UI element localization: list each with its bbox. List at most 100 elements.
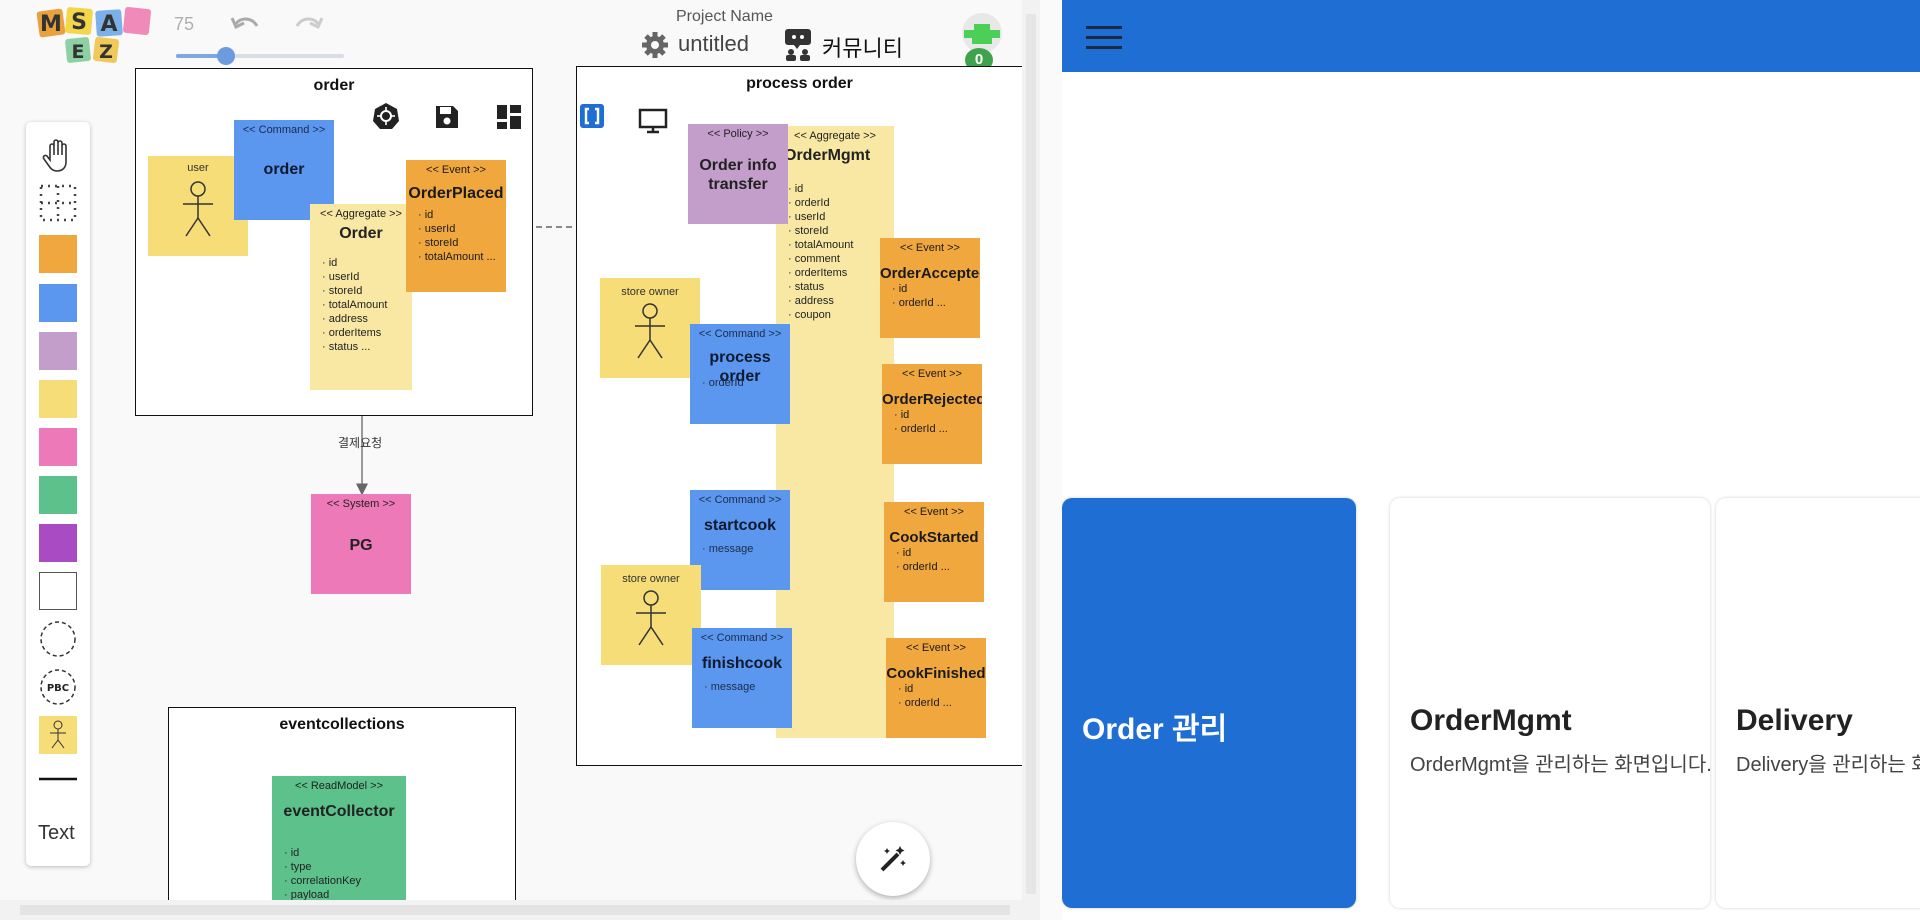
attribute-item: status <box>788 280 853 294</box>
sticky-stereotype: << Command >> <box>698 328 782 340</box>
actor-sticky-icon[interactable] <box>39 716 77 754</box>
aggregate-sticky-icon[interactable] <box>39 380 77 418</box>
actor-name: store owner <box>622 573 680 585</box>
sticky-attributes: idorderId ... <box>894 408 948 436</box>
card-delivery[interactable]: Delivery Delivery을 관리하는 화면입니다. <box>1716 498 1920 908</box>
sticky-name: eventCollector <box>283 803 395 820</box>
text-tool[interactable]: Text <box>38 822 75 844</box>
attribute-item: totalAmount <box>322 298 388 312</box>
attribute-item: id <box>896 546 950 560</box>
event-order-accepted[interactable]: << Event >> OrderAccepted idorderId ... <box>880 238 980 338</box>
event-order-placed[interactable]: << Event >> OrderPlaced iduserIdstoreIdt… <box>406 160 506 292</box>
command-sticky-icon[interactable] <box>39 284 77 322</box>
blank-sticky-icon[interactable] <box>39 572 77 610</box>
edge-event-to-policy <box>506 169 688 228</box>
layout-icon[interactable] <box>496 104 522 130</box>
command-startcook[interactable]: << Command >> startcook message <box>690 490 790 590</box>
sticky-attributes: idorderIduserIdstoreIdtotalAmountcomment… <box>788 182 854 322</box>
project-name[interactable]: untitled <box>678 31 749 56</box>
attribute-item: totalAmount ... <box>418 250 496 264</box>
community-label[interactable]: 커뮤니티 <box>822 36 903 61</box>
hand-tool-icon[interactable] <box>39 136 77 174</box>
command-order[interactable]: << Command >> order <box>234 120 334 220</box>
readmodel-sticky-icon[interactable] <box>39 476 77 514</box>
magic-wand-icon <box>880 846 906 872</box>
actor-store-owner[interactable]: store owner <box>600 278 700 378</box>
sticky-name: OrderMgmt <box>784 147 871 164</box>
attribute-item: orderId ... <box>892 296 946 310</box>
zoom-slider-thumb[interactable] <box>217 47 236 65</box>
sticky-attributes: iduserIdstoreIdtotalAmount ... <box>418 208 496 264</box>
sticky-attributes: iduserIdstoreIdtotalAmountaddressorderIt… <box>322 256 388 354</box>
actor-store-owner-2[interactable]: store owner <box>601 565 701 665</box>
undo-icon[interactable] <box>228 12 262 40</box>
code-bracket-icon[interactable] <box>580 104 604 128</box>
card-title: OrderMgmt <box>1410 704 1572 737</box>
actor-user[interactable]: user <box>148 156 248 256</box>
policy-order-info-transfer[interactable]: << Policy >> Order info transfer <box>688 124 788 224</box>
zoom-value: 75 <box>174 14 195 34</box>
attribute-item: storeId <box>788 224 853 238</box>
aggregate-ordermgmt[interactable]: << Aggregate >> OrderMgmt idorderIduserI… <box>776 126 894 738</box>
event-sticky-icon[interactable] <box>39 235 77 273</box>
redo-icon[interactable] <box>292 12 326 40</box>
sticky-attributes: idtypecorrelationKeypayload <box>284 846 361 900</box>
gear-icon[interactable] <box>640 30 670 60</box>
event-cook-started[interactable]: << Event >> CookStarted idorderId ... <box>884 502 984 602</box>
attribute-item: orderId ... <box>896 560 950 574</box>
card-description: OrderMgmt을 관리하는 화면입니다. <box>1410 754 1710 776</box>
auto-modeling-button[interactable] <box>856 822 930 896</box>
edge-label-payment-request: 결제요청 <box>338 436 383 450</box>
actor-name: store owner <box>621 286 679 298</box>
community-icon[interactable] <box>782 27 814 61</box>
circle-shape-icon[interactable] <box>39 620 77 658</box>
bounded-context-icon[interactable] <box>39 184 77 222</box>
eventstorming-editor[interactable]: M S A E Z 75 Project Name <box>0 0 1040 920</box>
sticky-name: OrderAccepted <box>880 265 980 282</box>
sticky-stereotype: << Aggregate >> <box>794 130 876 142</box>
attribute-item: address <box>788 294 853 308</box>
attribute-item: orderId ... <box>898 696 952 710</box>
command-process-order[interactable]: << Command >> process order orderId <box>690 324 790 424</box>
sticky-name: startcook <box>703 517 777 534</box>
attribute-item: orderId <box>702 376 744 390</box>
event-order-rejected[interactable]: << Event >> OrderRejected idorderId ... <box>882 364 982 464</box>
aggregate-order[interactable]: << Aggregate >> Order iduserIdstoreIdtot… <box>310 204 412 390</box>
attribute-item: id <box>892 282 946 296</box>
zoom-slider[interactable] <box>176 47 344 65</box>
sticky-stereotype: << Event >> <box>900 242 960 254</box>
sticky-stereotype: << ReadModel >> <box>294 780 384 792</box>
attribute-item: type <box>284 860 361 874</box>
line-tool-icon[interactable] <box>39 774 77 784</box>
card-ordermgmt[interactable]: OrderMgmt OrderMgmt을 관리하는 화면입니다. <box>1390 498 1710 908</box>
system-pg[interactable]: << System >> PG <box>311 494 411 594</box>
logo-letter-s: S <box>71 10 87 35</box>
sticky-attributes: message <box>702 542 754 556</box>
pbc-icon[interactable]: PBC <box>39 668 77 706</box>
command-finishcook[interactable]: << Command >> finishcook message <box>692 628 792 728</box>
msaez-logo[interactable]: M S A E Z <box>36 4 156 66</box>
user-avatar-icon[interactable] <box>958 12 1006 58</box>
policy-sticky-icon[interactable] <box>39 332 77 370</box>
card-title: Delivery <box>1736 704 1853 737</box>
sticky-stereotype: << Aggregate >> <box>320 208 402 220</box>
kubernetes-icon[interactable] <box>372 102 400 130</box>
sticky-attributes: idorderId ... <box>898 682 952 710</box>
ui-sticky-icon[interactable] <box>39 524 77 562</box>
horizontal-scrollbar[interactable] <box>0 900 1040 920</box>
bounded-context-title: eventcollections <box>279 716 405 733</box>
external-sticky-icon[interactable] <box>39 428 77 466</box>
save-icon[interactable] <box>434 104 460 130</box>
attribute-item: orderId <box>788 196 853 210</box>
readmodel-event-collector[interactable]: << ReadModel >> eventCollector idtypecor… <box>272 776 406 900</box>
card-title: Order 관리 <box>1082 713 1228 746</box>
card-order-management[interactable]: Order 관리 <box>1062 498 1356 908</box>
attribute-item: status ... <box>322 340 387 354</box>
vertical-scrollbar[interactable] <box>1022 0 1040 900</box>
hamburger-menu-icon[interactable] <box>1086 26 1122 50</box>
monitor-icon[interactable] <box>638 108 668 134</box>
attribute-item: id <box>894 408 948 422</box>
attribute-item: storeId <box>322 284 387 298</box>
event-cook-finished[interactable]: << Event >> CookFinished idorderId ... <box>886 638 986 738</box>
